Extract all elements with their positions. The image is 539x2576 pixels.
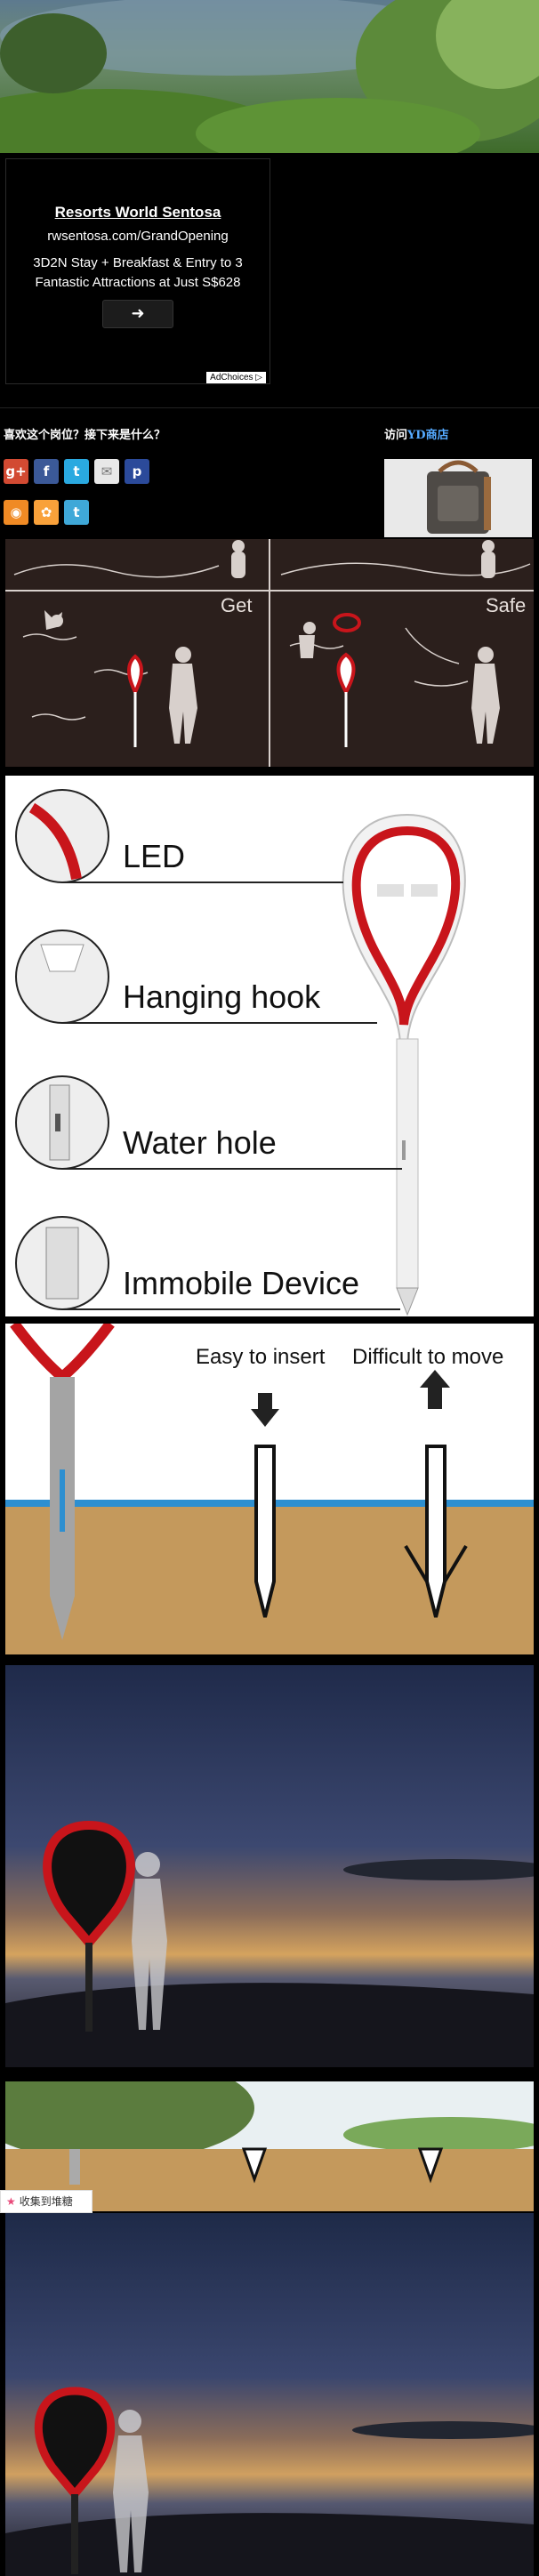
adchoices-link[interactable]: AdChoices ▷ bbox=[206, 372, 266, 383]
email-icon[interactable]: ✉ bbox=[94, 459, 119, 484]
google-plus-icon[interactable]: g+ bbox=[4, 459, 28, 484]
arrow-right-icon: ➜ bbox=[131, 304, 145, 323]
label-hanging-hook: Hanging hook bbox=[123, 978, 321, 1015]
star-icon: ★ bbox=[6, 2195, 16, 2208]
collect-button[interactable]: ★收集到堆糖 bbox=[0, 2190, 93, 2213]
ad-go-button[interactable]: ➜ bbox=[102, 300, 173, 328]
ad-copy: 3D2N Stay + Breakfast & Entry to 3 Fanta… bbox=[33, 255, 243, 290]
beach-photo-2 bbox=[5, 2213, 534, 2576]
label-led: LED bbox=[123, 838, 186, 874]
label-immobile-device: Immobile Device bbox=[123, 1265, 360, 1301]
related-question: 喜欢这个岗位？接下来是什么？ bbox=[4, 429, 166, 442]
tweet-icon[interactable]: t bbox=[64, 500, 89, 525]
share-icons-row-2: ◉ ✿ t bbox=[4, 500, 89, 525]
beach-photo bbox=[5, 1665, 534, 2067]
stumble-icon[interactable]: ✿ bbox=[34, 500, 59, 525]
storyboard-panel: Get Safe bbox=[5, 539, 534, 767]
label-difficult-to-move: Difficult to move bbox=[352, 1345, 504, 1369]
label-easy-to-insert: Easy to insert bbox=[196, 1345, 326, 1369]
label-get: Get bbox=[221, 594, 253, 616]
ad-url[interactable]: rwsentosa.com/GrandOpening bbox=[47, 229, 229, 244]
ad-banner[interactable]: Resorts World Sentosa rwsentosa.com/Gran… bbox=[5, 158, 270, 384]
feature-diagram: LED Hanging hook Water hole Immobile Dev… bbox=[5, 776, 534, 1316]
rss-icon[interactable]: ◉ bbox=[4, 500, 28, 525]
visit-store-link[interactable]: 访问YD商店 bbox=[384, 429, 449, 442]
ad-title[interactable]: Resorts World Sentosa bbox=[54, 204, 221, 221]
facebook-icon[interactable]: f bbox=[34, 459, 59, 484]
label-safe: Safe bbox=[486, 594, 527, 616]
related-product-thumbnail[interactable] bbox=[384, 459, 532, 537]
divider bbox=[0, 407, 539, 408]
insertion-diagram: Easy to insert Difficult to move bbox=[5, 1324, 534, 1654]
share-icons-row-1: g+ f t ✉ p bbox=[4, 459, 149, 484]
twitter-icon[interactable]: t bbox=[64, 459, 89, 484]
label-water-hole: Water hole bbox=[123, 1124, 277, 1161]
top-photo bbox=[0, 0, 539, 153]
field-photo bbox=[5, 2081, 534, 2211]
pinterest-icon[interactable]: p bbox=[125, 459, 149, 484]
